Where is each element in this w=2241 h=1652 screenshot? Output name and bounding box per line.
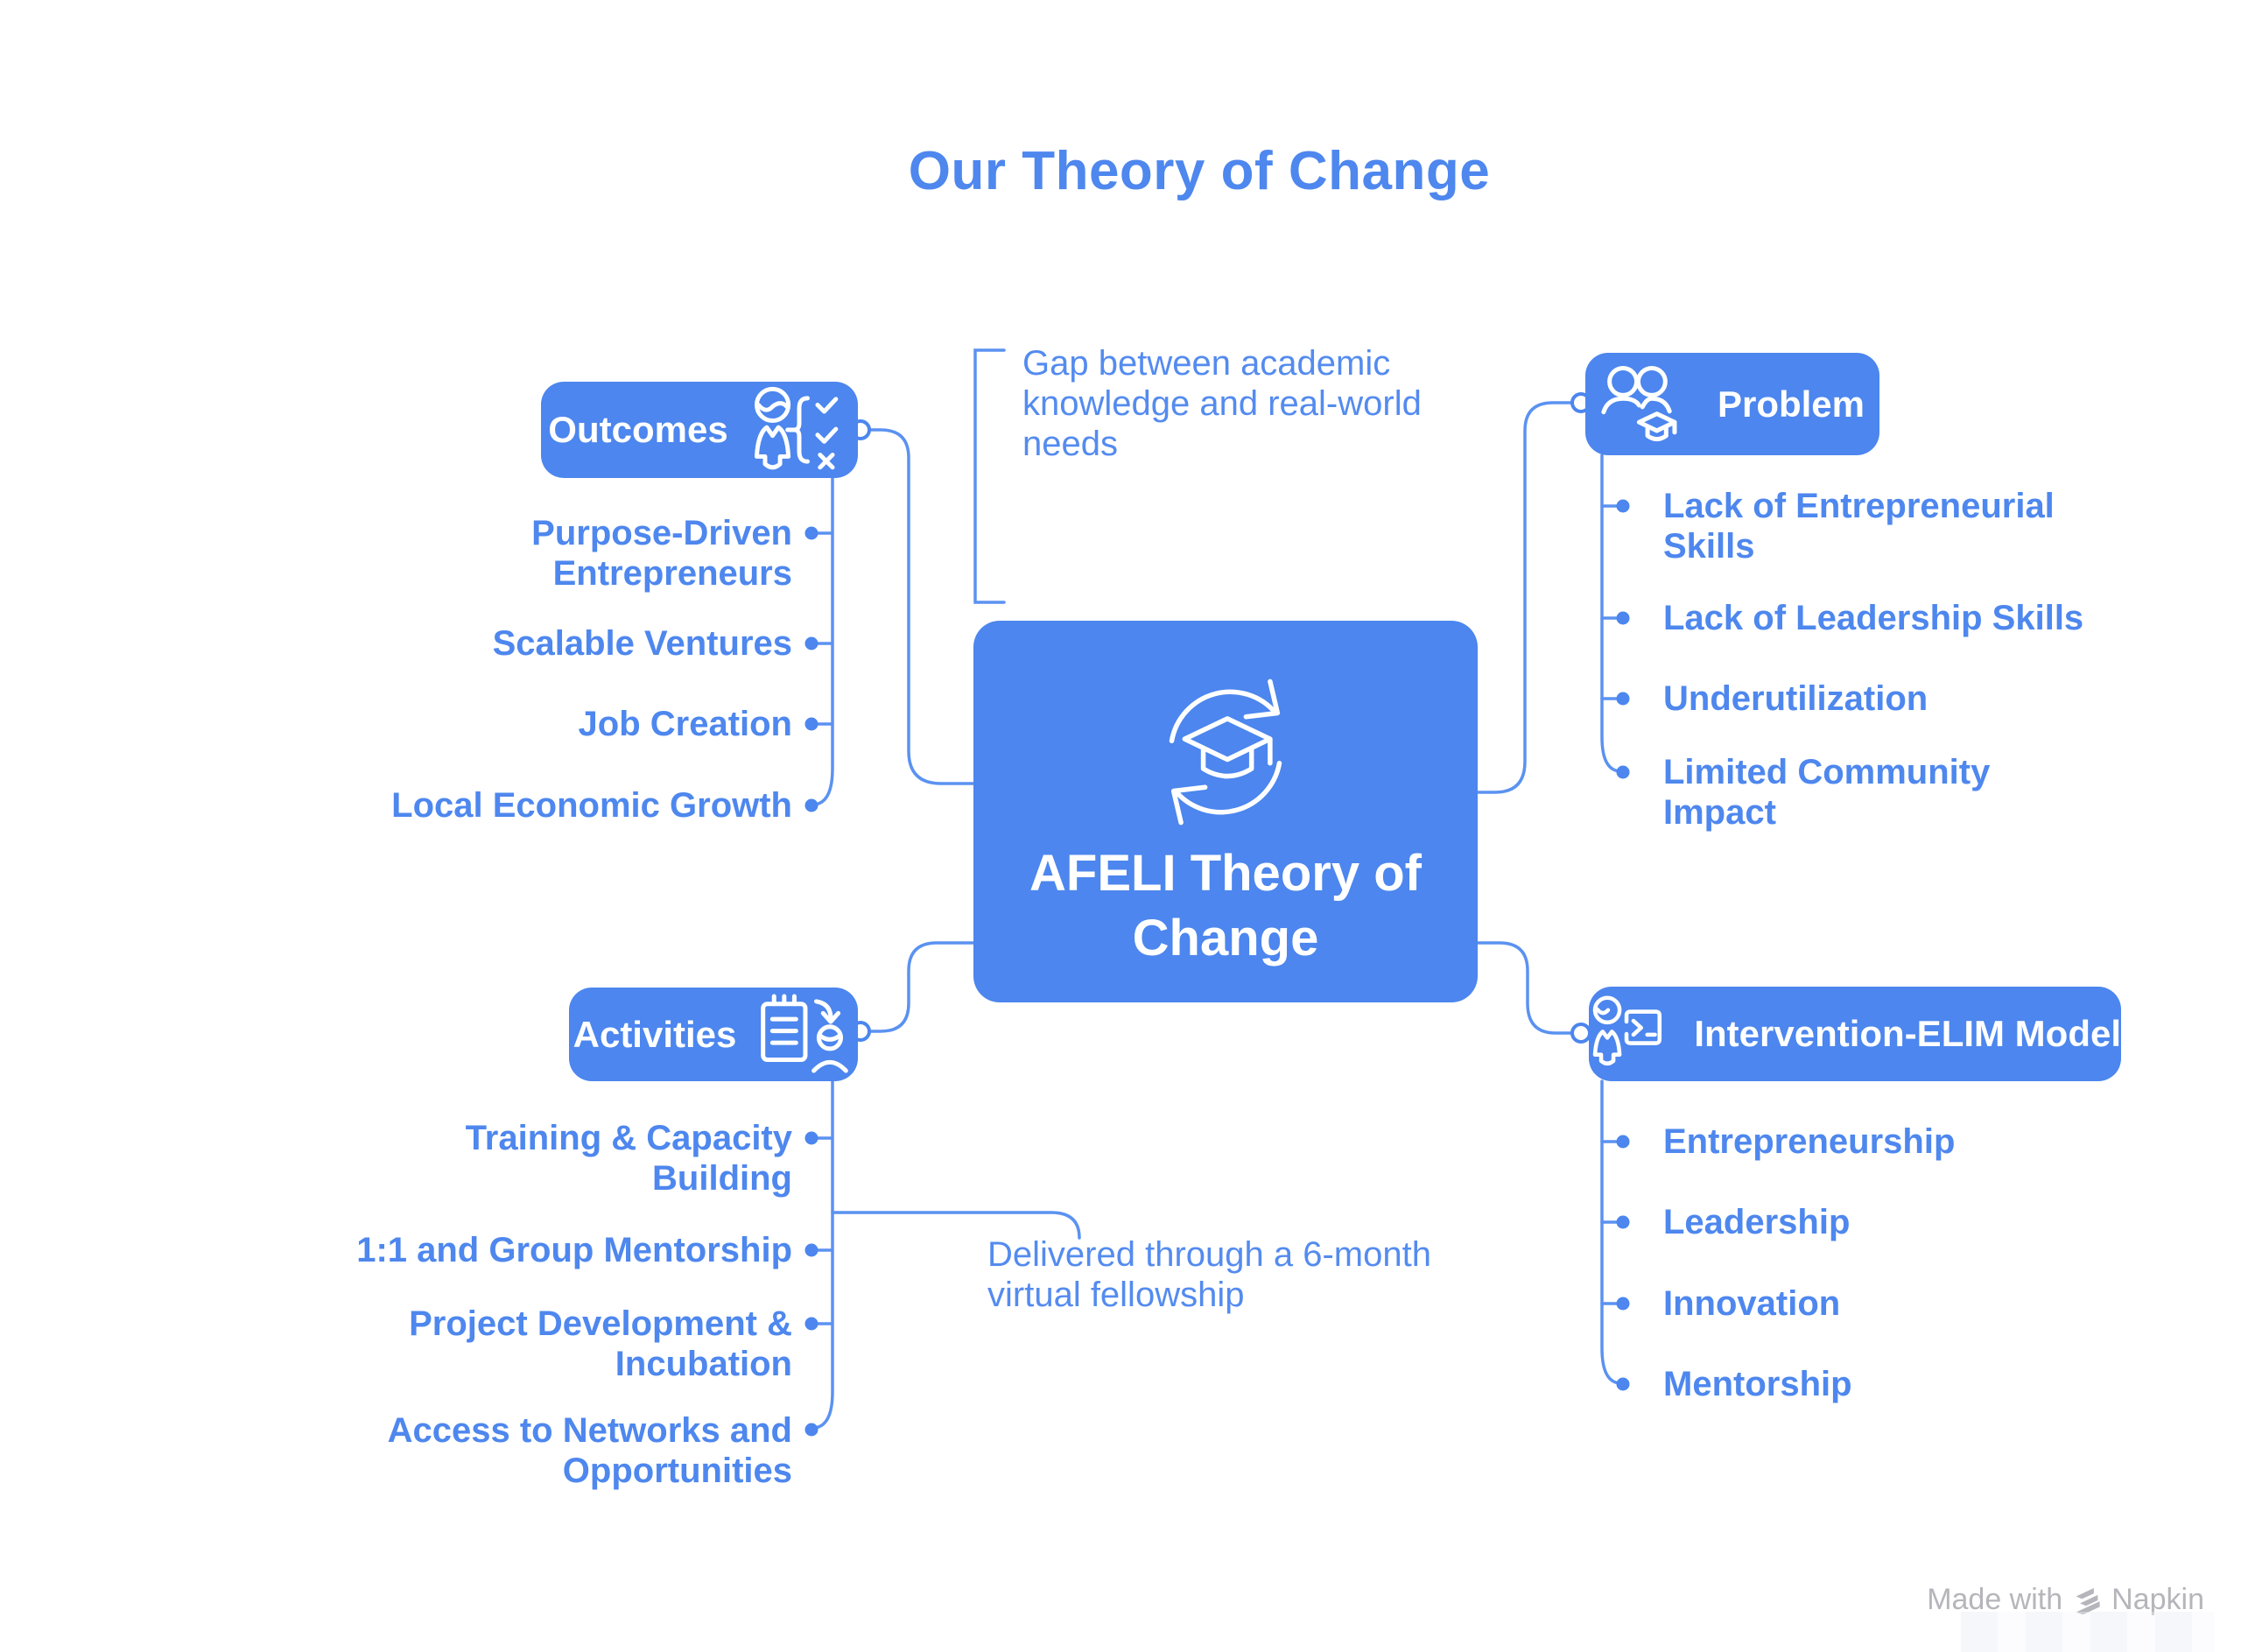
branch-box-activities: Activities [569, 988, 858, 1081]
leaf-outcomes-local-economic-growth: Local Economic Growth [391, 786, 792, 825]
wire-intervention-spine [1600, 1079, 1621, 1385]
clipboard-person-icon [761, 994, 849, 1073]
wire-problem-central [1476, 401, 1583, 794]
leaf-intervention-leadership: Leadership [1663, 1203, 1851, 1241]
wire-central-intervention [1476, 941, 1577, 1035]
cycle-graduation-icon [1169, 678, 1282, 826]
watermark-brand: Napkin [2111, 1583, 2204, 1616]
annotation-gap: Gap between academic knowledge and real-… [1022, 344, 1422, 463]
leaf-activities-group-mentorship: 1:1 and Group Mentorship [356, 1231, 792, 1269]
wire-gap-bracket [973, 348, 1006, 604]
annotation-delivery: Delivered through a 6-month virtual fell… [987, 1235, 1431, 1314]
wire-outcomes-spine [813, 476, 834, 806]
wire-activities-spine [813, 1079, 834, 1430]
leaf-intervention-mentorship: Mentorship [1663, 1365, 1852, 1403]
made-with-napkin-watermark: Made with Napkin [1927, 1583, 2204, 1617]
leaf-outcomes-purpose-driven-entrepreneurs: Purpose-Driven Entrepreneurs [531, 514, 792, 593]
intervention-label: Intervention-ELIM Model [1694, 1013, 2121, 1054]
watermark-text: Made with [1927, 1583, 2063, 1616]
leaf-intervention-entrepreneurship: Entrepreneurship [1663, 1122, 1956, 1161]
central-node-label: AFELI Theory of Change [1029, 845, 1422, 967]
wire-activities-central [859, 941, 975, 1033]
wire-problem-spine [1600, 453, 1621, 773]
wire-outcomes-central [859, 428, 975, 785]
leaf-problem-limited-community-impact: Limited Community Impact [1663, 753, 1991, 832]
activities-label: Activities [573, 1013, 737, 1055]
wire-delivery-annotation [831, 1211, 1081, 1240]
leaf-intervention-innovation: Innovation [1663, 1284, 1841, 1323]
leaf-activities-training-capacity-building: Training & Capacity Building [465, 1119, 792, 1198]
leaf-outcomes-job-creation: Job Creation [578, 705, 792, 743]
branch-box-outcomes: Outcomes [541, 382, 858, 478]
napkin-logo-icon [2076, 1587, 2100, 1614]
person-presentation-icon [1592, 995, 1662, 1066]
central-node-afeli-theory-of-change: AFELI Theory of Change [973, 621, 1478, 1002]
outcomes-label: Outcomes [548, 409, 728, 450]
leaf-activities-access-networks-opportunities: Access to Networks and Opportunities [387, 1411, 792, 1490]
page-title: Our Theory of Change [908, 141, 1491, 201]
problem-label: Problem [1717, 383, 1865, 425]
leaf-problem-underutilization: Underutilization [1663, 679, 1928, 718]
branch-box-intervention-elim-model: Intervention-ELIM Model [1589, 987, 2121, 1081]
person-checklist-icon [754, 386, 839, 470]
faint-watermark-block [1961, 1612, 2215, 1652]
leaf-activities-project-development-incubation: Project Development & Incubation [409, 1304, 792, 1383]
leaf-problem-lack-entrepreneurial-skills: Lack of Entrepreneurial Skills [1663, 487, 2055, 566]
leaf-problem-lack-leadership-skills: Lack of Leadership Skills [1663, 599, 2084, 637]
branch-box-problem: Problem [1585, 353, 1879, 455]
people-graduation-icon [1601, 365, 1677, 441]
leaf-outcomes-scalable-ventures: Scalable Ventures [492, 624, 792, 663]
